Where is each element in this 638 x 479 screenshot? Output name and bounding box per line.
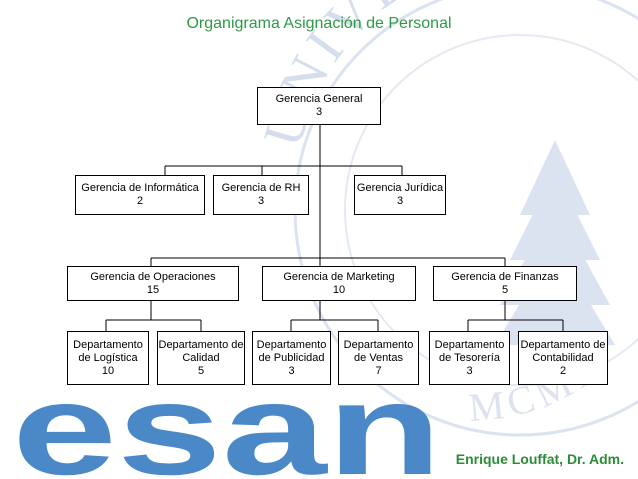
node-depto-tesoreria[interactable]: Departamento de Tesorería 3 bbox=[429, 331, 510, 385]
node-count: 2 bbox=[136, 195, 144, 207]
node-count: 5 bbox=[197, 364, 205, 377]
author-credit: Enrique Louffat, Dr. Adm. bbox=[455, 451, 624, 467]
node-count: 3 bbox=[257, 195, 265, 207]
node-count: 3 bbox=[288, 364, 295, 377]
node-gerencia-finanzas[interactable]: Gerencia de Finanzas 5 bbox=[433, 266, 577, 301]
node-depto-calidad[interactable]: Departamento de Calidad 5 bbox=[157, 331, 245, 385]
node-name: Departamento de Ventas bbox=[343, 338, 414, 364]
esan-logo-text: esan bbox=[12, 382, 442, 479]
node-depto-publicidad[interactable]: Departamento de Publicidad 3 bbox=[252, 331, 331, 385]
node-gerencia-informatica[interactable]: Gerencia de Informática 2 bbox=[75, 175, 205, 215]
node-name: Gerencia Jurídica bbox=[356, 182, 444, 194]
node-name: Gerencia de RH bbox=[221, 182, 301, 194]
node-gerencia-juridica[interactable]: Gerencia Jurídica 3 bbox=[354, 175, 446, 215]
node-gerencia-operaciones[interactable]: Gerencia de Operaciones 15 bbox=[67, 266, 239, 301]
node-count: 5 bbox=[501, 283, 509, 296]
node-count: 2 bbox=[559, 364, 567, 377]
node-name: Gerencia de Informática bbox=[81, 182, 199, 194]
node-count: 3 bbox=[315, 106, 323, 118]
node-depto-logistica[interactable]: Departamento de Logística 10 bbox=[67, 331, 149, 385]
node-depto-contabilidad[interactable]: Departamento de Contabilidad 2 bbox=[518, 331, 608, 385]
node-depto-ventas[interactable]: Departamento de Ventas 7 bbox=[338, 331, 419, 385]
node-name: Gerencia de Marketing bbox=[283, 270, 395, 283]
node-name: Departamento de Tesorería bbox=[434, 338, 505, 364]
node-name: Gerencia de Operaciones bbox=[90, 270, 216, 283]
node-name: Departamento de Publicidad bbox=[256, 338, 327, 364]
esan-logo: esan bbox=[12, 382, 442, 479]
node-name: Gerencia de Finanzas bbox=[451, 270, 559, 283]
chart-title: Organigrama Asignación de Personal bbox=[186, 15, 452, 32]
node-name: Departamento de Contabilidad bbox=[520, 338, 606, 364]
node-count: 3 bbox=[396, 195, 404, 207]
node-name: Gerencia General bbox=[275, 93, 363, 105]
node-gerencia-marketing[interactable]: Gerencia de Marketing 10 bbox=[262, 266, 416, 301]
node-gerencia-general[interactable]: Gerencia General 3 bbox=[257, 87, 381, 125]
node-name: Departamento de Logística bbox=[73, 338, 143, 364]
node-count: 15 bbox=[146, 283, 160, 296]
node-count: 10 bbox=[101, 364, 115, 377]
node-count: 3 bbox=[466, 364, 473, 377]
node-count: 10 bbox=[332, 283, 346, 296]
node-count: 7 bbox=[375, 364, 382, 377]
node-gerencia-rh[interactable]: Gerencia de RH 3 bbox=[213, 175, 309, 215]
node-name: Departamento de Calidad bbox=[158, 338, 244, 364]
